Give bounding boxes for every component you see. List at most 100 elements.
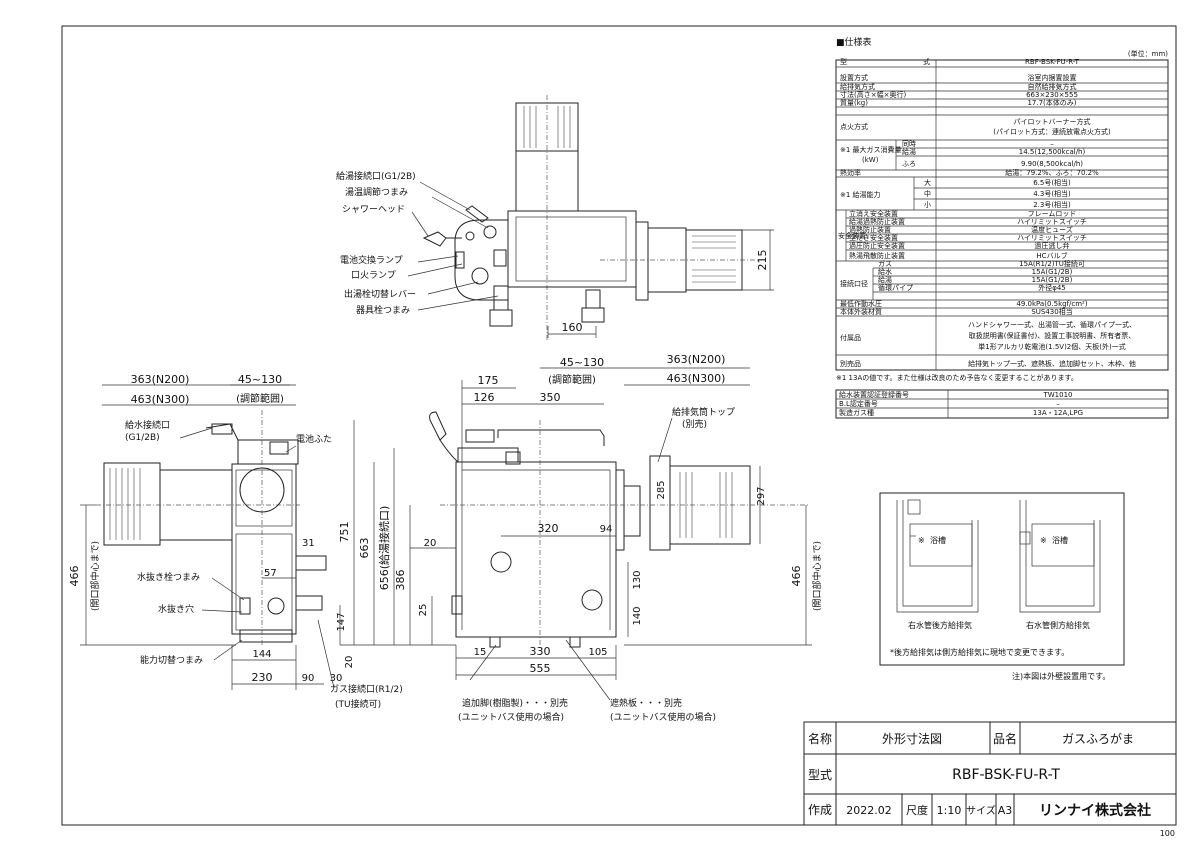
tb-model-label: 型式 (808, 768, 832, 782)
front-dim-126: 126 (474, 391, 495, 404)
side-label-gas-inlet: ガス接続口(R1/2) (330, 683, 403, 695)
spec-cap-val-1: 4.3号(相当) (1033, 189, 1071, 198)
spec-unit: (単位：mm) (1128, 49, 1168, 58)
side-view: 363(N200) 463(N300) 45~130 (調節範囲) 給水接続口 … (68, 373, 403, 710)
spec-title: ■仕様表 (836, 36, 872, 48)
spec-label-ignition: 点火方式 (840, 122, 868, 131)
spec-pipe-2: 給湯 (878, 275, 892, 284)
front-range-label: (調節範囲) (548, 373, 596, 386)
spec-accessories-1: 取扱説明書(保証書付)、設置工事説明書、所有者票、 (969, 331, 1135, 340)
spec-accessories-0: ハンドシャワー一式、出湯管一式、循環パイプ一式、 (968, 320, 1136, 329)
front-label-extra-leg-note: (ユニットバス使用の場合) (458, 711, 564, 723)
tb-model-value: RBF-BSK-FU-R-T (952, 767, 1060, 783)
spec-safety-0: 立消え安全装置 (849, 209, 898, 218)
front-dim-320: 320 (538, 522, 559, 535)
side-dim-466: 466 (68, 566, 81, 587)
side-dim-57: 57 (264, 568, 277, 579)
right-install-bath: 浴槽 (1052, 535, 1068, 545)
side-label-inlet-spec: (G1/2B) (125, 433, 160, 443)
side-label-drain-hole: 水抜き穴 (158, 603, 194, 615)
front-opening-center: (開口部中心まで) (811, 541, 823, 611)
side-label-battery-cover: 電池ふた (296, 433, 332, 445)
tb-scale-value: 1:10 (937, 804, 962, 817)
spec-pipe-3: 循環パイプ (878, 283, 913, 292)
front-dim-130: 130 (632, 570, 643, 589)
spec-accessories-2: 単1形アルカリ乾電池(1.5V)2個、天板(外)一式 (978, 342, 1125, 351)
side-dim-463: 463(N300) (131, 393, 190, 406)
front-label-flue-top: 給排気筒トップ (672, 406, 735, 418)
spec-label-material: 本体外装材質 (840, 307, 882, 316)
front-dim-175: 175 (478, 374, 499, 387)
tb-product-value: ガスふろがま (1062, 731, 1134, 746)
install-note: *後方給排気は側方給排気に現地で変更できます。 (890, 647, 1069, 657)
front-label-heat-shield-note: (ユニットバス使用の場合) (610, 711, 716, 723)
spec-safety-4: 過圧防止安全装置 (849, 241, 905, 250)
front-dim-466: 466 (790, 566, 803, 587)
top-label-lever: 出湯栓切替レバー (344, 288, 416, 300)
front-dim-656: 656(給湯接続口) (377, 506, 391, 591)
spec-safety-3: 空だき安全装置 (849, 233, 898, 242)
side-dim-363: 363(N200) (131, 373, 190, 386)
spec-safety-5: 熱湯飛散防止装置 (849, 251, 905, 260)
cert-val-0: TW1010 (1042, 391, 1072, 399)
tb-product-label: 品名 (993, 731, 1017, 746)
tb-name-value: 外形寸法図 (882, 732, 942, 746)
front-label-extra-leg: 追加脚(樹脂製)・・・別売 (462, 697, 568, 709)
spec-label-safety: 安全装置 (838, 231, 866, 240)
spec-safety-2: 過熱防止装置 (849, 225, 891, 234)
spec-label-gas-unit: (kW) (862, 156, 879, 164)
spec-value-model: RBF-BSK-FU-R-T (1025, 58, 1080, 66)
tb-size-label: サイズ (966, 804, 996, 817)
front-dim-386: 386 (394, 570, 407, 591)
front-dim-range: 45~130 (560, 356, 604, 369)
side-dim-144: 144 (252, 649, 271, 660)
spec-gas-val-1: 14.5(12,500kcal/h) (1019, 148, 1086, 156)
spec-pipe-1: 給水 (878, 267, 892, 276)
side-label-capacity-knob: 能力切替つまみ (140, 654, 203, 666)
spec-label-capacity: ※1 給湯能力 (840, 190, 881, 199)
front-label-flue-top-note: (別売) (682, 418, 707, 430)
front-dim-363: 363(N200) (667, 353, 726, 366)
spec-gas-val-2: 9.90(8,500kcal/h) (1021, 160, 1083, 168)
front-dim-20b: 20 (344, 656, 355, 669)
side-dim-30: 30 (330, 673, 343, 684)
spec-safety-val-3: ハイリミットスイッチ (1017, 234, 1087, 242)
front-view: 175 126 350 45~130 (調節範囲) 363(N200) 463(… (338, 353, 823, 723)
front-label-heat-shield: 遮熱板・・・別売 (610, 697, 682, 709)
spec-value-optional: 給排気トップ一式、遮熱板、追加脚セット、木枠、他 (968, 359, 1136, 368)
spec-cap-val-2: 2.3号(相当) (1033, 200, 1071, 209)
top-dim-215: 215 (756, 250, 769, 271)
spec-table: ■仕様表 (単位：mm) (835, 36, 1169, 419)
spec-safety-val-0: フレームロッド (1028, 210, 1077, 218)
tb-size-value: A3 (998, 804, 1013, 817)
spec-gas-val-0: – (1050, 140, 1054, 148)
top-label-pilot-lamp: 口火ランプ (351, 270, 396, 281)
install-left-caption: 右水管後方給排気 (908, 620, 972, 630)
spec-label-gas: ※1 最大ガス消費量 (840, 145, 902, 154)
top-dim-160: 160 (562, 321, 583, 334)
spec-value-install: 浴室内据置設置 (1028, 73, 1077, 82)
spec-gas-sub-1: 給湯 (902, 147, 916, 156)
side-dim-147: 147 (336, 612, 347, 631)
spec-pipe-val-2: 15A(G1/2B) (1032, 276, 1073, 284)
spec-safety-val-5: HCバルブ (1036, 251, 1067, 260)
cert-val-2: 13A・12A,LPG (1033, 409, 1083, 417)
spec-label-efficiency: 熱効率 (840, 168, 861, 177)
side-label-gas-inlet-note: (TU接続可) (335, 698, 381, 710)
spec-label-exhaust: 給排気方式 (840, 82, 875, 91)
spec-gas-sub-2: ふろ (902, 160, 916, 168)
spec-label-pressure: 最低作動水圧 (840, 299, 882, 308)
spec-cap-val-0: 6.5号(相当) (1033, 178, 1071, 187)
spec-note: ※1 13Aの値です。また仕様は改良のため予告なく変更することがあります。 (836, 373, 1078, 382)
top-label-burner-knob: 器具栓つまみ (356, 304, 410, 316)
front-dim-15: 15 (474, 647, 487, 658)
spec-label-size: 寸法(高さ×幅×奥行) (840, 90, 906, 99)
front-dim-285: 285 (656, 480, 667, 499)
tb-made-label: 作成 (808, 803, 832, 817)
install-footnote: 注)本図は外壁設置用です。 (1012, 671, 1110, 681)
spec-pipe-val-0: 15A(R1/2)TU接続可 (1019, 259, 1085, 268)
side-dim-31: 31 (302, 538, 315, 549)
tb-scale-label: 尺度 (906, 803, 928, 817)
top-label-battery-lamp: 電池交換ランプ (340, 254, 403, 266)
